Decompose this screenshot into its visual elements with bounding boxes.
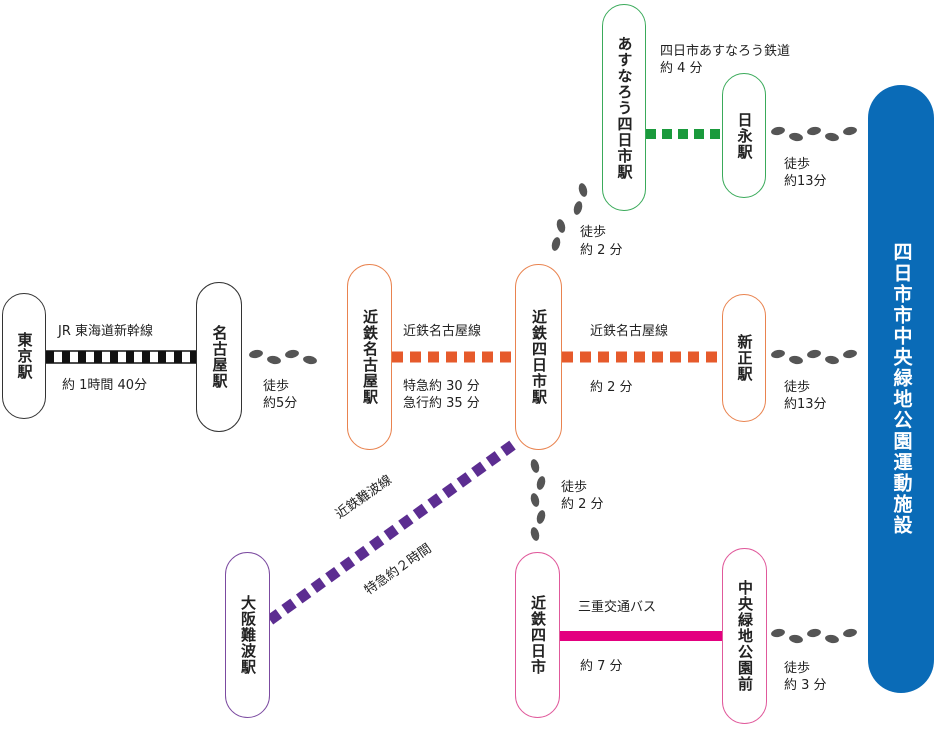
footprint (303, 355, 317, 365)
asunarou-time-label: 約 4 分 (660, 61, 703, 76)
station-kintetsu-yokkaichi-bus: 近鉄四日市 (515, 552, 560, 718)
kintetsu-nagoya-time-1-label: 特急約 30 分 (403, 379, 480, 394)
station-tokyo: 東京駅 (2, 293, 46, 419)
kintetsu-nagoya-time-3-label: 約 2 分 (590, 380, 633, 395)
footprint (536, 510, 546, 524)
walk-hinaga-label-2: 約13分 (784, 174, 827, 189)
shinkansen-cell (94, 351, 102, 363)
station-osaka-namba-label: 大阪難波駅 (239, 595, 257, 675)
footprint (789, 634, 803, 644)
kintetsu-nagoya-line-label: 近鉄名古屋線 (403, 324, 482, 339)
kintetsu-namba-line (266, 439, 518, 625)
station-asunarou-yokkaichi-label: あすなろう四日市駅 (615, 35, 634, 180)
walk-nagoya-label-1: 徒歩 (263, 379, 290, 394)
station-nagoya-label: 名古屋駅 (210, 325, 229, 389)
station-osaka-namba: 大阪難波駅 (225, 552, 270, 718)
station-hinaga-label: 日永駅 (735, 111, 754, 160)
walk-to-asunarou-label-2: 約 2 分 (580, 243, 623, 258)
station-kintetsu-yokkaichi-bus-label: 近鉄四日市 (529, 595, 547, 675)
shinkansen-cell (158, 351, 166, 363)
shinkansen-cell (110, 351, 118, 363)
footprint (551, 237, 561, 251)
station-kintetsu-yokkaichi-label: 近鉄四日市駅 (530, 309, 548, 405)
shinkansen-time-label: 約 1時間 40分 (62, 378, 148, 393)
kintetsu-nagoya-line-2-label: 近鉄名古屋線 (590, 324, 669, 339)
station-tokyo-label: 東京駅 (15, 332, 34, 380)
walk-shinsho-label-2: 約13分 (784, 397, 827, 412)
shinkansen-cell (190, 351, 196, 363)
walk-chuo-label-1: 徒歩 (784, 661, 811, 676)
station-shinsho-label: 新正駅 (735, 334, 754, 382)
footprint (249, 349, 263, 359)
station-chuo-ryokuchi-koen-mae-label: 中央緑地公園前 (736, 580, 754, 692)
footprint (825, 132, 839, 142)
walk-chuo-label-2: 約 3 分 (784, 678, 827, 693)
footprint (771, 126, 785, 136)
footprint (285, 349, 299, 359)
footprint (807, 349, 821, 359)
footprint (825, 634, 839, 644)
destination-venue: 四日市市中央緑地公園運動施設 (868, 85, 934, 693)
shinkansen-line (45, 350, 197, 364)
walk-to-bus-label-1: 徒歩 (561, 480, 588, 495)
station-chuo-ryokuchi-koen-mae: 中央緑地公園前 (722, 548, 767, 724)
footprint (578, 183, 588, 197)
footprint (530, 527, 540, 541)
footprint (843, 126, 857, 136)
walk-shinsho-label-1: 徒歩 (784, 380, 811, 395)
footprint (573, 201, 583, 215)
station-nagoya: 名古屋駅 (196, 282, 242, 432)
shinkansen-cell (174, 351, 182, 363)
footprint (556, 219, 566, 233)
footprint (267, 355, 281, 365)
footprint (807, 126, 821, 136)
station-hinaga: 日永駅 (722, 73, 766, 198)
station-kintetsu-nagoya-label: 近鉄名古屋駅 (361, 309, 379, 405)
station-kintetsu-nagoya: 近鉄名古屋駅 (347, 264, 392, 450)
shinkansen-cell (142, 351, 150, 363)
footprint (536, 476, 546, 490)
bus-line-label: 三重交通バス (578, 600, 657, 615)
footprint (843, 349, 857, 359)
footprints-icon (249, 126, 857, 644)
shinkansen-cell (62, 351, 70, 363)
footprint (530, 459, 540, 473)
station-asunarou-yokkaichi: あすなろう四日市駅 (602, 4, 646, 211)
walk-nagoya-label-2: 約5分 (263, 396, 298, 411)
shinkansen-cell (46, 351, 54, 363)
kintetsu-nagoya-time-2-label: 急行約 35 分 (403, 396, 480, 411)
footprint (530, 493, 540, 507)
bus-time-label: 約 7 分 (580, 659, 623, 674)
walk-to-asunarou-label-1: 徒歩 (580, 225, 607, 240)
shinkansen-cell (78, 351, 86, 363)
shinkansen-name-label: JR 東海道新幹線 (58, 324, 153, 339)
asunarou-line-label: 四日市あすなろう鉄道 (660, 44, 791, 59)
station-shinsho: 新正駅 (722, 294, 766, 422)
station-kintetsu-yokkaichi: 近鉄四日市駅 (515, 264, 562, 450)
footprint (825, 355, 839, 365)
footprint (789, 355, 803, 365)
footprint (807, 628, 821, 638)
destination-label: 四日市市中央緑地公園運動施設 (890, 242, 913, 536)
shinkansen-cell (126, 351, 134, 363)
footprint (843, 628, 857, 638)
footprint (771, 628, 785, 638)
walk-to-bus-label-2: 約 2 分 (561, 497, 604, 512)
footprint (789, 132, 803, 142)
walk-hinaga-label-1: 徒歩 (784, 157, 811, 172)
footprint (771, 349, 785, 359)
